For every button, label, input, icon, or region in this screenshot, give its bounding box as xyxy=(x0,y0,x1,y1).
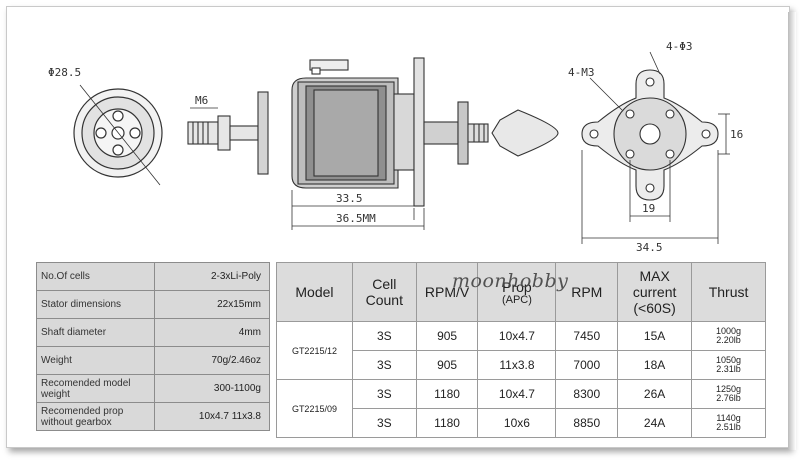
flange-diameter-label: Φ28.5 xyxy=(48,66,81,79)
motor-side-view xyxy=(291,57,559,207)
shaft-thread-label: M6 xyxy=(195,94,208,107)
thrust-pounds: 2.31lb xyxy=(716,364,741,374)
thrust-pounds: 2.51lb xyxy=(716,422,741,432)
prop-cell: 10x4.7 xyxy=(477,379,557,409)
header-max-current: MAX current (<60S) xyxy=(617,262,693,322)
rpm-cell: 7000 xyxy=(555,350,619,380)
rpm-cell: 8850 xyxy=(555,408,619,438)
current-cell: 15A xyxy=(617,321,693,351)
total-length-label: 36.5MM xyxy=(336,212,376,225)
body-length-label: 33.5 xyxy=(336,192,363,205)
spec-label: No.Of cells xyxy=(36,262,155,291)
spec-row: No.Of cells 2-3xLi-Poly xyxy=(36,262,271,291)
cells-cell: 3S xyxy=(351,350,417,380)
motor-drawing: Φ28.5 M6 xyxy=(30,30,770,255)
thrust-pounds: 2.20lb xyxy=(716,335,741,345)
cells-cell: 3S xyxy=(351,321,417,351)
rpmv-cell: 1180 xyxy=(415,379,479,409)
rpmv-cell: 905 xyxy=(415,350,479,380)
cells-cell: 3S xyxy=(351,379,417,409)
header-prop-label: Prop xyxy=(502,278,532,295)
thrust-grams: 1050g xyxy=(716,355,742,365)
spec-row: Shaft diameter 4mm xyxy=(36,318,271,347)
thrust-cell: 1140g 2.51lb xyxy=(691,408,766,438)
header-prop: Prop (APC) xyxy=(477,262,557,322)
table-row: 3S 1180 10x6 8850 24A 1140g 2.51lb xyxy=(277,408,766,438)
header-model: Model xyxy=(276,262,353,322)
spec-value: 70g/2.46oz xyxy=(153,346,271,375)
mount-width-label: 34.5 xyxy=(636,241,663,254)
mount-holes-label: 4-Φ3 xyxy=(666,40,693,53)
rpmv-cell: 905 xyxy=(415,321,479,351)
rpm-cell: 7450 xyxy=(555,321,619,351)
spec-row: Weight 70g/2.46oz xyxy=(36,346,271,375)
frame-shadow xyxy=(788,12,796,450)
rpm-cell: 8300 xyxy=(555,379,619,409)
watermark-text: moonhobby xyxy=(452,270,569,292)
current-cell: 18A xyxy=(617,350,693,380)
height-label: 16 xyxy=(730,128,743,141)
front-view xyxy=(73,84,163,186)
spec-value: 4mm xyxy=(153,318,271,347)
model-cell: GT2215/09 xyxy=(276,379,353,438)
prop-cell: 10x4.7 xyxy=(477,321,557,351)
current-cell: 24A xyxy=(617,408,693,438)
spec-label: Recomended model weight xyxy=(36,374,155,403)
thrust-cell: 1250g 2.76lb xyxy=(691,379,766,409)
thrust-grams: 1250g xyxy=(716,384,742,394)
thrust-grams: 1000g xyxy=(716,326,742,336)
header-cell-count: Cell Count xyxy=(351,262,417,322)
header-rpm: RPM xyxy=(555,262,619,322)
performance-header-row: Model Cell Count RPM/V Prop (APC) RPM MA… xyxy=(276,262,766,322)
performance-table: Model Cell Count RPM/V Prop (APC) RPM MA… xyxy=(276,262,766,438)
spec-row: Stator dimensions 22x15mm xyxy=(36,290,271,319)
spec-row: Recomended prop without gearbox 10x4.7 1… xyxy=(36,402,271,431)
header-rpm-per-volt: RPM/V xyxy=(415,262,479,322)
shaft-adapter xyxy=(187,91,269,175)
spec-value: 10x4.7 11x3.8 xyxy=(153,402,271,431)
table-row: GT2215/12 3S 905 10x4.7 7450 15A 1000g 2… xyxy=(276,321,766,380)
hole-spacing-label: 19 xyxy=(642,202,655,215)
spec-label: Stator dimensions xyxy=(36,290,155,319)
spec-label: Shaft diameter xyxy=(36,318,155,347)
header-thrust: Thrust xyxy=(691,262,766,322)
prop-cell: 11x3.8 xyxy=(477,350,557,380)
screw-holes-label: 4-M3 xyxy=(568,66,595,79)
table-row: GT2215/09 3S 1180 10x4.7 8300 26A 1250g … xyxy=(276,379,766,438)
spec-value: 300-1100g xyxy=(153,374,271,403)
cells-cell: 3S xyxy=(351,408,417,438)
thrust-cell: 1050g 2.31lb xyxy=(691,350,766,380)
prop-cell: 10x6 xyxy=(477,408,557,438)
mount-dimensions xyxy=(581,51,730,244)
thrust-cell: 1000g 2.20lb xyxy=(691,321,766,351)
spec-label: Weight xyxy=(36,346,155,375)
thrust-pounds: 2.76lb xyxy=(716,393,741,403)
thrust-grams: 1140g xyxy=(716,413,741,423)
spec-table: No.Of cells 2-3xLi-Poly Stator dimension… xyxy=(36,262,271,431)
header-prop-sub: (APC) xyxy=(501,293,532,306)
rpmv-cell: 1180 xyxy=(415,408,479,438)
model-cell: GT2215/12 xyxy=(276,321,353,380)
current-cell: 26A xyxy=(617,379,693,409)
spec-value: 2-3xLi-Poly xyxy=(153,262,271,291)
spec-label: Recomended prop without gearbox xyxy=(36,402,155,431)
side-dimensions xyxy=(291,190,425,230)
table-row: 3S 905 11x3.8 7000 18A 1050g 2.31lb xyxy=(277,350,766,380)
spec-row: Recomended model weight 300-1100g xyxy=(36,374,271,403)
mount-plate-view xyxy=(581,69,719,201)
spec-value: 22x15mm xyxy=(153,290,271,319)
